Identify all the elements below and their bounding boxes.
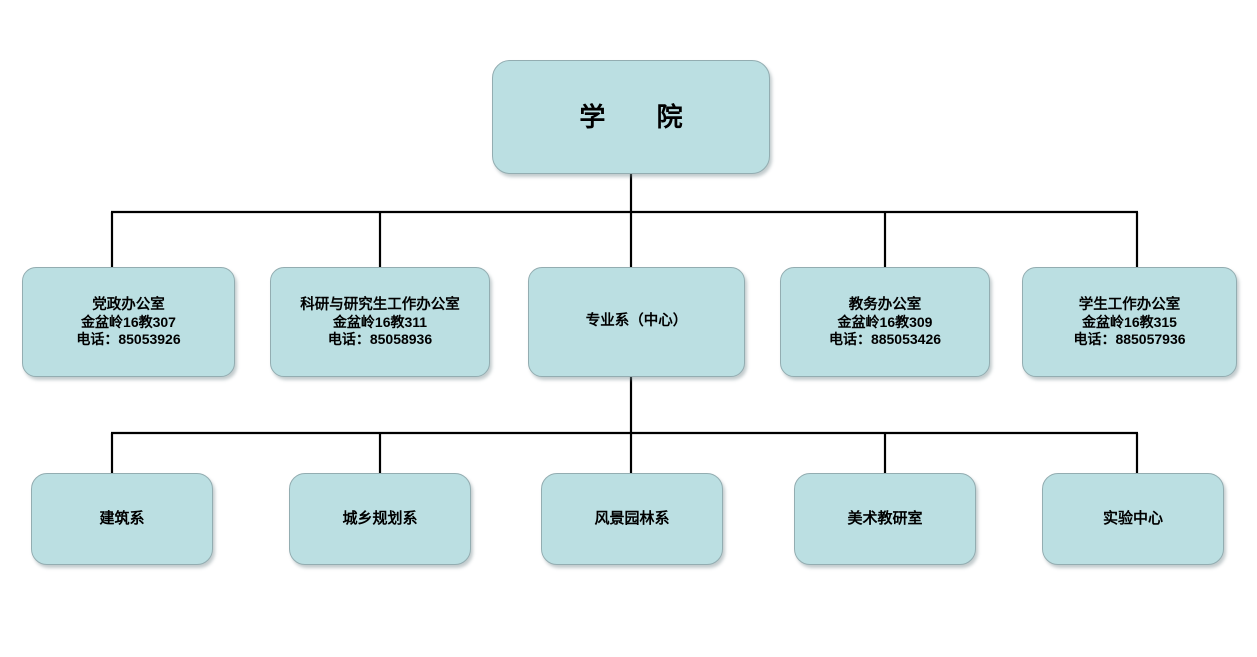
- node-label: 风景园林系: [594, 510, 670, 528]
- node-title: 科研与研究生工作办公室: [300, 296, 460, 313]
- node-address: 金盆岭16教309: [837, 314, 933, 331]
- node-title: 党政办公室: [92, 296, 165, 313]
- node-departments-center[interactable]: 专业系（中心）: [528, 267, 745, 377]
- node-label: 建筑系: [99, 510, 145, 528]
- node-label: 实验中心: [1102, 510, 1163, 528]
- node-student-affairs-office[interactable]: 学生工作办公室 金盆岭16教315 电话：885057936: [1022, 267, 1237, 377]
- node-title: 学生工作办公室: [1078, 296, 1181, 313]
- node-phone: 电话：885053426: [828, 330, 942, 347]
- node-architecture[interactable]: 建筑系: [31, 473, 213, 565]
- node-title: 专业系（中心）: [585, 313, 688, 330]
- node-label: 城乡规划系: [342, 510, 418, 528]
- node-urban-rural-planning[interactable]: 城乡规划系: [289, 473, 471, 565]
- node-phone: 电话：85053926: [76, 330, 181, 347]
- node-academic-affairs-office[interactable]: 教务办公室 金盆岭16教309 电话：885053426: [780, 267, 990, 377]
- node-phone: 电话：885057936: [1073, 330, 1186, 347]
- node-address: 金盆岭16教315: [1082, 314, 1177, 331]
- node-college-root[interactable]: 学 院: [492, 60, 770, 174]
- node-address: 金盆岭16教311: [332, 314, 428, 331]
- node-label: 美术教研室: [847, 510, 923, 528]
- node-label: 学 院: [579, 101, 705, 132]
- node-address: 金盆岭16教307: [81, 314, 176, 331]
- node-title: 教务办公室: [848, 296, 922, 313]
- node-party-office[interactable]: 党政办公室 金盆岭16教307 电话：85053926: [22, 267, 235, 377]
- node-fine-arts-teaching[interactable]: 美术教研室: [794, 473, 976, 565]
- node-landscape-architecture[interactable]: 风景园林系: [541, 473, 723, 565]
- node-research-graduate-office[interactable]: 科研与研究生工作办公室 金盆岭16教311 电话：85058936: [270, 267, 490, 377]
- node-experiment-center[interactable]: 实验中心: [1042, 473, 1224, 565]
- node-phone: 电话：85058936: [327, 330, 433, 347]
